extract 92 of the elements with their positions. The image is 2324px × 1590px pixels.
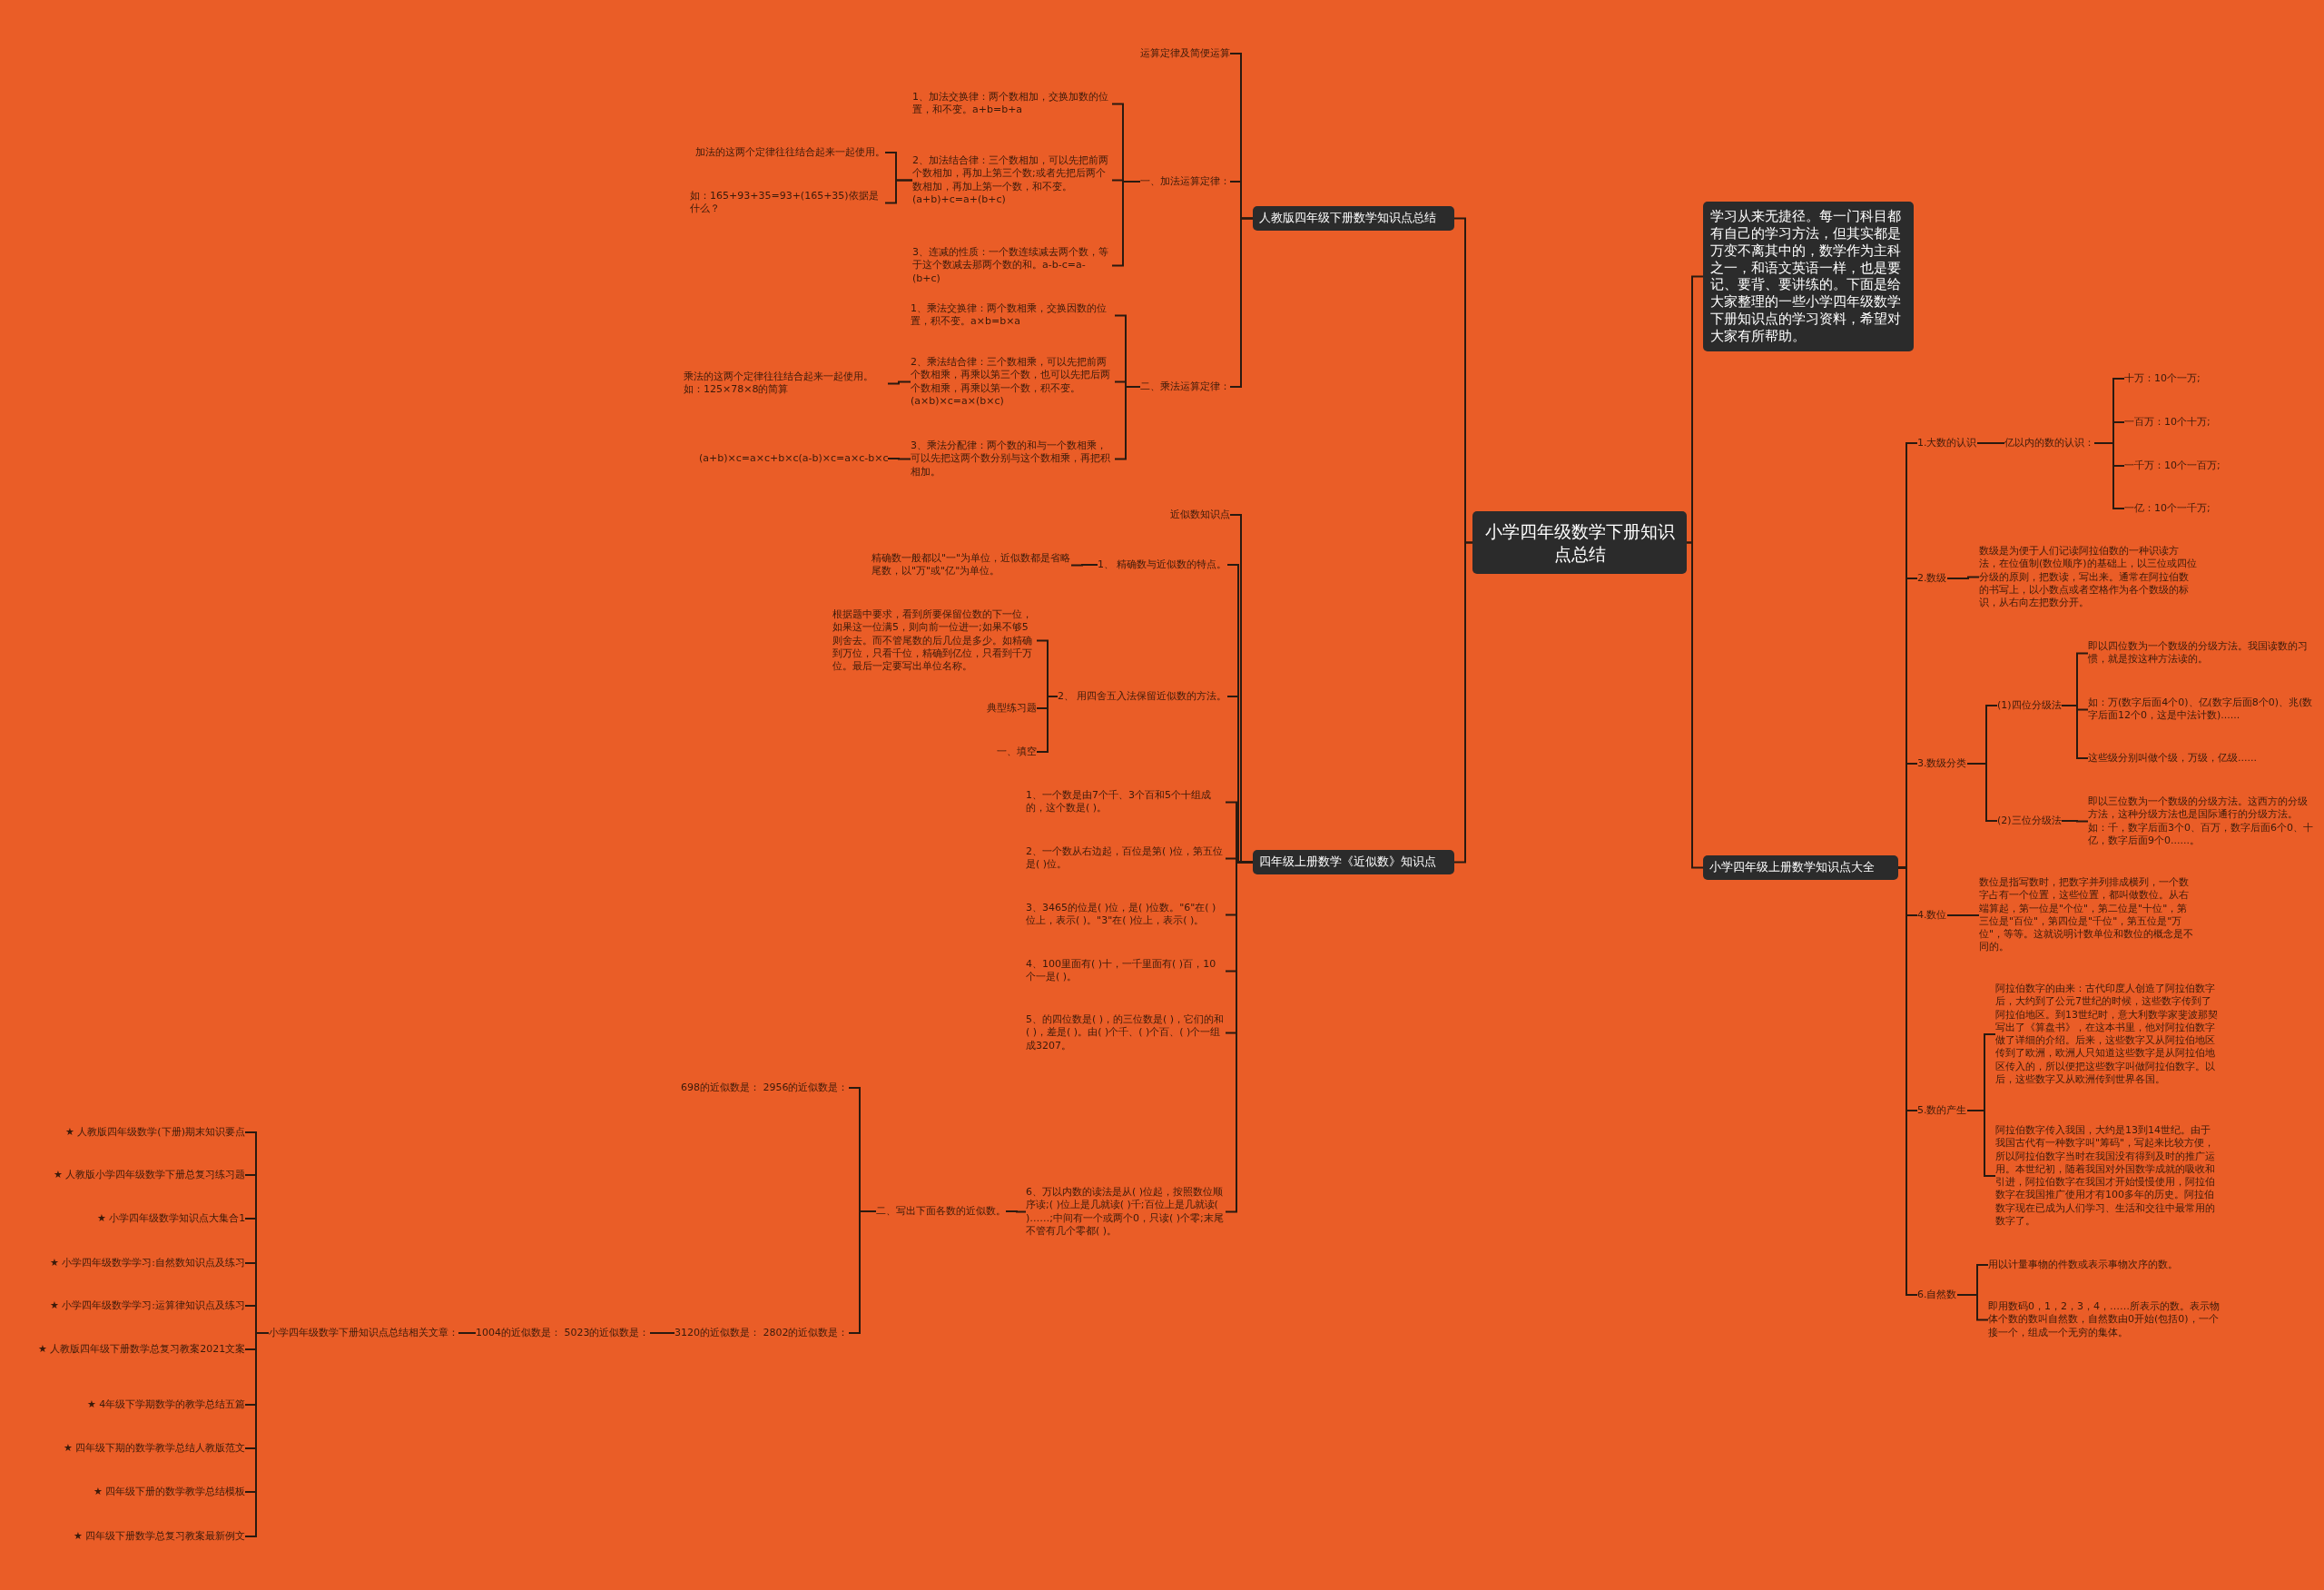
branch-text: 6.自然数 <box>1917 1289 1957 1302</box>
branch-text: (1)四位分级法 <box>1997 699 2062 713</box>
branch-text: 加法的这两个定律往往结合起来一起使用。 <box>695 146 885 160</box>
topic-box: 四年级上册数学《近似数》知识点 <box>1253 850 1454 874</box>
branch-text: 3120的近似数是： 2802的近似数是： <box>675 1327 849 1340</box>
branch-text: ★ 小学四年级数学学习:自然数知识点及练习 <box>50 1257 246 1270</box>
branch-text: 乘法的这两个定律往往结合起来一起使用。如：125×78×8的简算 <box>684 370 888 397</box>
branch-text: 6、万以内数的读法是从( )位起，按照数位顺序读;( )位上是几就读( )千;百位上是几就读( )……;中间有一个或两个0，只读( )个零;末尾不管有几个零都( )。 <box>1026 1186 1226 1239</box>
branch-text: 十万：10个一万; <box>2124 372 2201 386</box>
branch-text: 3、乘法分配律：两个数的和与一个数相乘，可以先把这两个数分别与这个数相乘，再把积相加。 <box>911 439 1115 479</box>
connector-line <box>1956 1294 1989 1321</box>
connector-line <box>458 1332 477 1334</box>
connector-line <box>1966 763 1998 822</box>
branch-text: ★ 人教版四年级下册数学总复习教案2021文案 <box>38 1343 246 1357</box>
branch-text: 一亿：10个一千万; <box>2124 502 2211 516</box>
branch-text: (2)三位分级法 <box>1997 815 2062 828</box>
branch-text: 2、加法结合律：三个数相加，可以先把前两个数相加，再加上第三个数;或者先把后两个数相加，再加上第一个数，和不变。(a+b)+c=a+(b+c) <box>912 154 1112 207</box>
connector-line <box>1946 914 1980 916</box>
branch-text: ★ 小学四年级数学知识点大集合1 <box>97 1212 246 1226</box>
topic-box: 人教版四年级下册数学知识点总结 <box>1253 206 1454 231</box>
branch-text: 2、乘法结合律：三个数相乘，可以先把前两个数相乘，再乘以第三个数，也可以先把后两个数相乘，再乘以第一个数，积不变。(a×b)×c=a×(b×c) <box>911 356 1115 409</box>
branch-text: 精确数一般都以"一"为单位，近似数都是省略尾数，以"万"或"亿"为单位。 <box>872 552 1071 578</box>
branch-text: 698的近似数是： 2956的近似数是： <box>681 1081 849 1095</box>
branch-text: ★ 人教版四年级数学(下册)期末知识要点 <box>65 1126 245 1140</box>
connector-line <box>2093 442 2125 509</box>
connector-line <box>2061 820 2089 823</box>
branch-text: (a+b)×c=a×c+b×c(a-b)×c=a×c-b×c <box>699 452 889 466</box>
intro-text-box: 学习从来无捷径。每一门科目都有自己的学习方法，但其实都是万变不离其中的，数学作为主科之一，和语文英语一样，也是要记、要背、要讲练的。下面是给大家整理的一些小学四年级数学下册知识点的学习资料，希望对大家有所帮助。 <box>1703 202 1914 351</box>
connector-line <box>1005 1210 1027 1213</box>
branch-text: 1、 精确数与近似数的特点。 <box>1098 558 1227 572</box>
connector-line <box>1070 564 1098 567</box>
branch-text: 阿拉伯数字传入我国，大约是13到14世纪。由于我国古代有一种数字叫"筹码"，写起来比较方便，所以阿拉伯数字当时在我国没有得到及时的推广运用。本世纪初，随着我国对外国数学成就的吸收和引进，阿拉伯数字在我国才开始慢慢使用，阿拉伯数字在我国推广使用才有100多年的历史。阿拉伯数字现在已成为人们学习、生活和交往中最常用的数字了。 <box>1995 1124 2218 1229</box>
branch-text: ★ 人教版小学四年级数学下册总复习练习题 <box>54 1169 246 1182</box>
branch-text: ★ 四年级下册数学总复习教案最新例文 <box>74 1530 246 1544</box>
branch-text: 小学四年级数学下册知识点总结相关文章： <box>269 1327 458 1340</box>
branch-text: 即以三位数为一个数级的分级方法。这西方的分级方法，这种分级方法也是国际通行的分级方法。如：千，数字后面3个0、百万，数字后面6个0、十亿，数字后面9个0......。 <box>2088 795 2315 848</box>
connector-line <box>1036 696 1059 753</box>
branch-text: 亿以内的数的认识： <box>2004 437 2094 450</box>
connector-line <box>887 458 911 460</box>
connector-line <box>848 1210 877 1334</box>
branch-text: 1.大数的认识 <box>1917 437 1977 450</box>
branch-text: 二、乘法运算定律： <box>1140 380 1230 394</box>
branch-text: ★ 4年级下学期数学的教学总结五篇 <box>87 1398 246 1412</box>
branch-text: 2.数级 <box>1917 572 1947 586</box>
branch-text: ★ 四年级下册的数学教学总结模板 <box>94 1486 246 1499</box>
branch-text: 近似数知识点 <box>1170 509 1230 522</box>
connector-line <box>649 1332 675 1334</box>
branch-text: 1、一个数是由7个千、3个百和5个十组成的，这个数是( )。 <box>1026 789 1226 815</box>
branch-text: 用以计量事物的件数或表示事物次序的数。 <box>1988 1259 2178 1272</box>
branch-text: 运算定律及简便运算 <box>1140 47 1230 61</box>
branch-text: 即用数码0，1，2，3，4，……所表示的数。表示物体个数的数叫自然数，自然数由0开始(包括0)，一个接一个，组成一个无穷的集体。 <box>1988 1300 2220 1339</box>
connector-line <box>1686 541 1704 869</box>
branch-text: 二、写出下面各数的近似数。 <box>876 1205 1006 1219</box>
branch-text: ★ 小学四年级数学学习:运算律知识点及练习 <box>50 1299 246 1313</box>
branch-text: 根据题中要求，看到所要保留位数的下一位，如果这一位满5，则向前一位进一;如果不够5则舍去。而不管尾数的后几位是多少。如精确到万位，只看千位，精确到亿位，只看到千万位。最后一定要写出单位名称。 <box>832 608 1037 674</box>
branch-text: 1、加法交换律：两个数相加，交换加数的位置，和不变。a+b=b+a <box>912 91 1112 117</box>
branch-text: 1、乘法交换律：两个数相乘，交换因数的位置，积不变。a×b=b×a <box>911 302 1115 329</box>
connector-line <box>1976 442 2005 444</box>
branch-text: 一、填空 <box>997 746 1037 759</box>
branch-text: 2、一个数从右边起，百位是第( )位，第五位是( )位。 <box>1026 845 1226 872</box>
branch-text: 如：165+93+35=93+(165+35)依据是什么？ <box>690 190 885 216</box>
central-topic-box: 小学四年级数学下册知识点总结 <box>1472 511 1687 575</box>
branch-text: 3.数级分类 <box>1917 757 1967 771</box>
branch-text: 一、加法运算定律： <box>1140 175 1230 189</box>
branch-text: 4、100里面有( )十，一千里面有( )百，10个一是( )。 <box>1026 958 1226 984</box>
branch-text: 5.数的产生 <box>1917 1104 1967 1118</box>
connector-line <box>884 179 913 204</box>
branch-text: 即以四位数为一个数级的分级方法。我国读数的习惯，就是按这种方法读的。 <box>2088 640 2315 667</box>
branch-text: 典型练习题 <box>987 702 1037 716</box>
branch-text: 1004的近似数是： 5023的近似数是： <box>476 1327 650 1340</box>
branch-text: 一千万：10个一百万; <box>2124 459 2221 473</box>
branch-text: 3、连减的性质：一个数连续减去两个数，等于这个数减去那两个数的和。a-b-c=a-(b+c) <box>912 246 1112 285</box>
branch-text: ★ 四年级下期的数学教学总结人教版范文 <box>64 1442 246 1456</box>
branch-text: 数位是指写数时，把数字并列排成横列，一个数字占有一个位置，这些位置，都叫做数位。从右端算起，第一位是"个位"，第二位是"十位"，第三位是"百位"，第四位是"千位"，第五位是"万位"，等等。这就说明计数单位和数位的概念是不同的。 <box>1979 876 2197 954</box>
branch-text: 如：万(数字后面4个0)、亿(数字后面8个0)、兆(数字后面12个0，这是中法计数)...... <box>2088 696 2315 723</box>
branch-text: 阿拉伯数字的由来：古代印度人创造了阿拉伯数字后，大约到了公元7世纪的时候，这些数字传到了阿拉伯地区。到13世纪时，意大利数学家斐波那契写出了《算盘书》，在这本书里，他对阿拉伯数字做了详细的介绍。后来，这些数字又从阿拉伯地区传到了欧洲，欧洲人只知道这些数字是从阿拉伯地区传入的，所以便把这些数字叫做阿拉伯数字。以后，这些数字又从欧洲传到世界各国。 <box>1995 983 2218 1087</box>
branch-text: 一百万：10个十万; <box>2124 416 2211 430</box>
connector-line <box>2061 705 2089 759</box>
connector-line <box>887 380 911 385</box>
topic-box: 小学四年级上册数学知识点大全 <box>1703 855 1898 880</box>
branch-text: 2、 用四舍五入法保留近似数的方法。 <box>1058 690 1227 704</box>
branch-text: 这些级分别叫做个级，万级，亿级...... <box>2088 752 2257 765</box>
branch-text: 5、的四位数是( )，的三位数是( )，它们的和( )，差是( )。由( )个千、( )个百、( )个一组成3207。 <box>1026 1013 1226 1052</box>
connector-line <box>1453 541 1473 864</box>
connector-line <box>1966 1110 1996 1177</box>
connector-line <box>1114 386 1141 460</box>
branch-text: 数级是为便于人们记读阿拉伯数的一种识读方法，在位值制(数位顺序)的基础上，以三位或四位分级的原则，把数读，写出来。通常在阿拉伯数的书写上，以小数点或者空格作为各个数级的标识，从右向左把数分开。 <box>1979 545 2197 610</box>
branch-text: 3、3465的位是( )位，是( )位数。"6"在( )位上，表示( )。"3"在( )位上，表示( )。 <box>1026 902 1226 928</box>
connector-line <box>1946 576 1980 579</box>
connector-line <box>1111 181 1141 267</box>
connector-line <box>1229 217 1254 388</box>
branch-text: 4.数位 <box>1917 909 1947 923</box>
